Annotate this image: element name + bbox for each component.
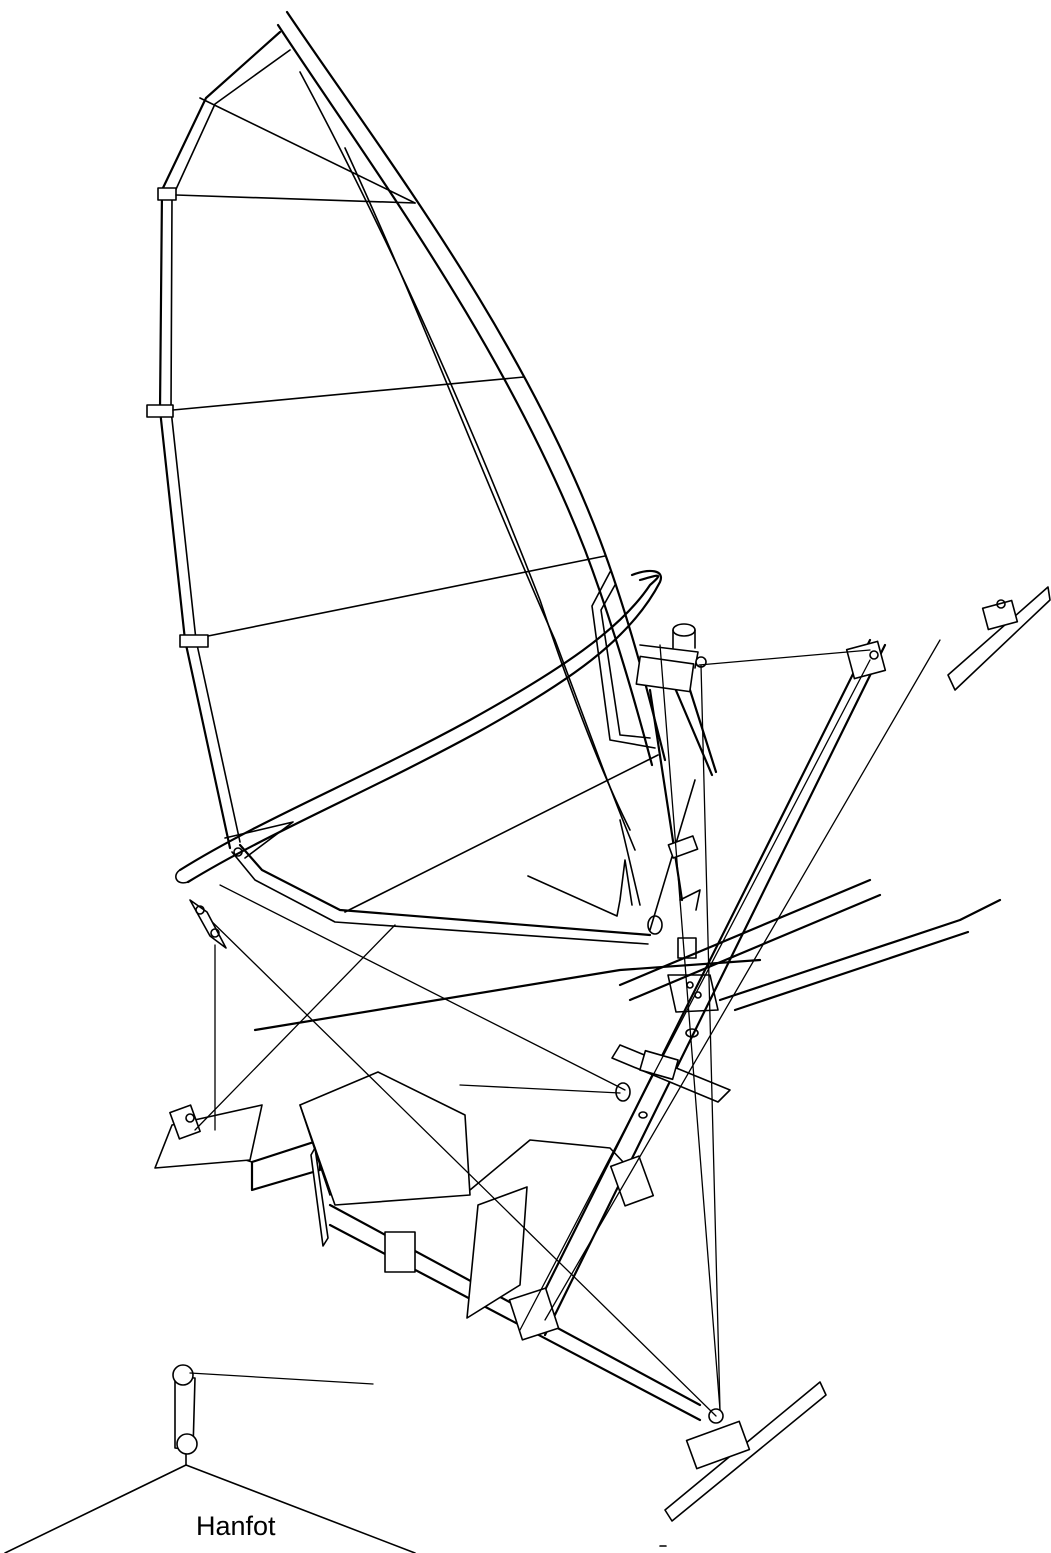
front-rail (523, 638, 872, 1332)
sail-seam (344, 147, 636, 851)
batten-patch (179, 634, 209, 648)
mast-cap-side (672, 629, 696, 649)
frame (181, 638, 1002, 1422)
batten (207, 555, 606, 637)
brace-line-2 (544, 639, 941, 1321)
rear-crossbar (250, 1138, 322, 1192)
batten-patch (157, 187, 177, 201)
tack-patch (527, 859, 633, 917)
spine-front-2 (628, 893, 882, 1002)
sail (146, 10, 667, 945)
batten (172, 376, 525, 411)
beam-hole (685, 1028, 699, 1038)
rigging (189, 639, 941, 1417)
clew-hook (189, 899, 227, 949)
boom-top (178, 574, 660, 872)
sheet-line (219, 884, 626, 1091)
bolt (686, 981, 694, 989)
hanfot-bottom-ball (176, 1433, 198, 1455)
seat-leg (310, 1147, 329, 1247)
mast-inner (276, 23, 654, 767)
front-block (508, 1287, 560, 1341)
runners (154, 586, 1051, 1522)
control-line (459, 1084, 621, 1094)
mast-step (635, 623, 719, 1013)
sail-foot-inner (231, 851, 649, 945)
shroud-block (845, 640, 887, 680)
brace-line (519, 659, 871, 1331)
batten (175, 194, 416, 204)
front-runner-block (685, 1420, 751, 1470)
batten-patch (146, 404, 174, 418)
front-rail-2 (543, 643, 887, 1337)
hanfot-label: Hanfot (196, 1511, 276, 1541)
hanfot-left-leg (4, 1464, 187, 1553)
sail-seam (299, 71, 631, 831)
downhaul-line (194, 924, 396, 1131)
sail-leech (158, 30, 282, 850)
boom-pivot (647, 915, 663, 935)
boom-bracket (591, 571, 656, 749)
rear-runner-block (169, 1104, 201, 1140)
tack-patch-2 (619, 819, 641, 906)
forestay-line (700, 664, 721, 1411)
pulley-eye (638, 1111, 648, 1119)
batten (199, 97, 416, 204)
hanfot-line (189, 1372, 374, 1385)
side-runner (947, 586, 1051, 691)
diagonal-line (199, 909, 717, 1417)
boom-bottom (186, 569, 663, 884)
forward-beam (718, 898, 1002, 1002)
spine-front (618, 878, 872, 987)
shroud-line (698, 649, 871, 666)
clew-hook-eye (195, 905, 205, 915)
shroud-block-hole (869, 650, 879, 660)
batten (344, 754, 659, 913)
hanfot-top-ball (172, 1364, 194, 1386)
pulley (615, 1082, 631, 1102)
hanfot-right-leg (185, 1464, 416, 1553)
seat-box (299, 1071, 471, 1206)
forestay-line-2 (659, 644, 721, 1411)
mast-cap (672, 623, 696, 637)
sail-leech-inner (170, 49, 291, 843)
boom (175, 569, 663, 884)
seat-back (466, 1186, 528, 1319)
seat-block (384, 1231, 416, 1273)
forward-beam-2 (733, 930, 970, 1012)
hanfot-detail (4, 1364, 667, 1553)
mast-post (673, 686, 714, 777)
boom-bracket-2 (600, 584, 651, 739)
side-runner-eye (996, 599, 1006, 609)
rear-runner (154, 1104, 263, 1169)
side-block (609, 1155, 655, 1207)
sail-foot (238, 843, 652, 937)
clew-hook-eye (210, 928, 220, 938)
rear-runner-eye (185, 1113, 195, 1123)
spine-top (253, 958, 762, 1032)
boom-end (175, 869, 189, 884)
